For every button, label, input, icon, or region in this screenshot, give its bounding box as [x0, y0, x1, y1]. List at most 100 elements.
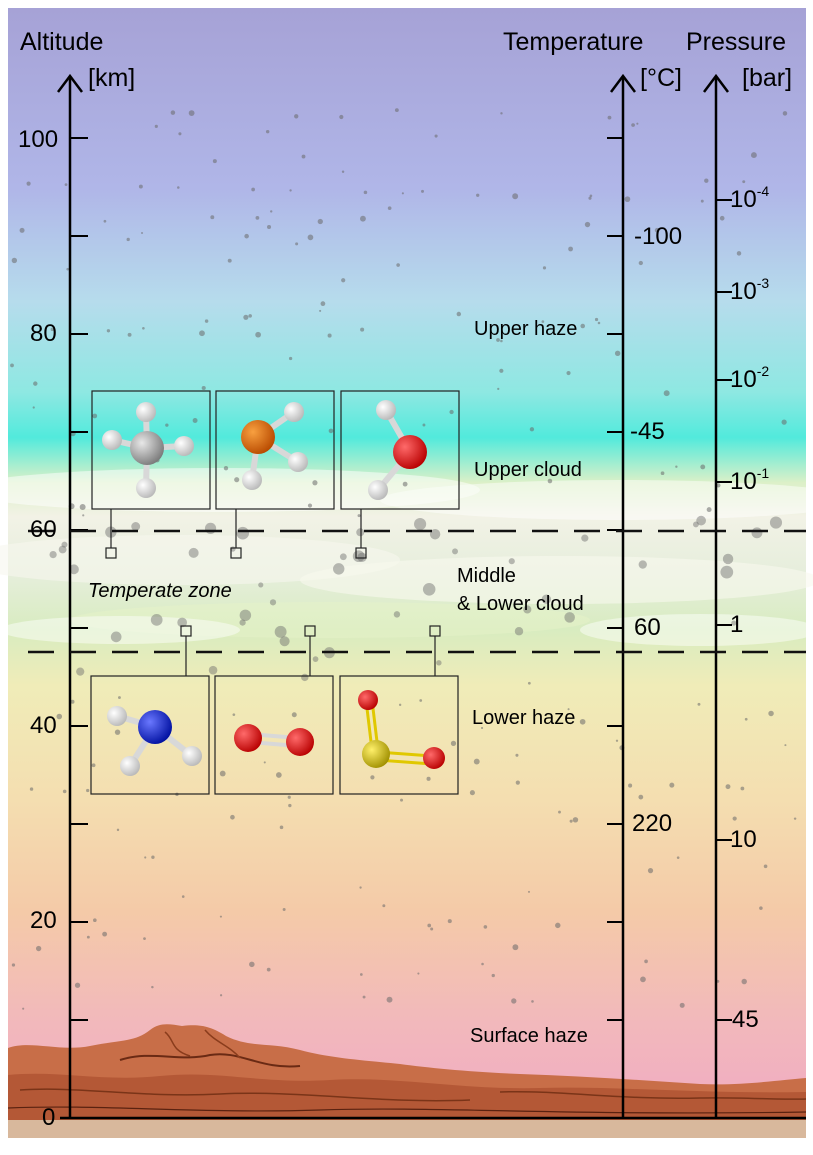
- haze-particle: [363, 190, 368, 195]
- haze-particle: [450, 740, 457, 746]
- haze-particle: [568, 246, 573, 252]
- temperature-axis: [610, 73, 636, 1118]
- altitude-tick-label: 60: [30, 516, 57, 543]
- haze-particle: [414, 518, 427, 531]
- haze-particle: [102, 931, 108, 937]
- haze-particle: [62, 789, 67, 794]
- haze-particle: [542, 266, 547, 270]
- haze-particle: [417, 972, 420, 975]
- haze-particle: [274, 625, 287, 638]
- haze-particle: [50, 327, 54, 332]
- haze-particle: [480, 726, 484, 730]
- haze-particle: [356, 528, 365, 537]
- haze-particle: [360, 327, 365, 332]
- haze-particle: [307, 503, 313, 508]
- haze-particle: [239, 619, 246, 626]
- haze-particle: [750, 152, 757, 159]
- haze-particle: [644, 959, 648, 964]
- haze-particle: [219, 915, 222, 918]
- haze-particle: [615, 739, 619, 742]
- haze-particle: [357, 552, 367, 562]
- haze-particle: [279, 825, 284, 830]
- haze-particle: [669, 782, 675, 788]
- haze-particle: [422, 423, 426, 427]
- haze-particle: [177, 186, 180, 189]
- pressure-tick-label: 10-4: [730, 183, 770, 213]
- haze-particle: [301, 154, 306, 159]
- haze-particle: [291, 712, 297, 718]
- haze-particle: [569, 722, 572, 725]
- haze-particle: [289, 189, 292, 192]
- haze-particle: [589, 194, 593, 198]
- haze-particle: [58, 545, 67, 554]
- haze-particle: [219, 770, 226, 777]
- altitude-tick-label: 80: [30, 320, 57, 347]
- haze-particle: [178, 132, 182, 136]
- haze-particle: [151, 985, 154, 989]
- haze-particle: [223, 466, 229, 471]
- haze-particle: [719, 215, 725, 221]
- haze-particle: [236, 526, 250, 540]
- haze-particle: [741, 978, 747, 985]
- haze-particle: [239, 609, 252, 622]
- haze-particle: [393, 611, 401, 618]
- haze-particle: [547, 478, 553, 484]
- haze-particle: [541, 594, 552, 604]
- haze-particle: [69, 564, 79, 575]
- haze-particle: [92, 413, 98, 419]
- haze-particle: [584, 221, 591, 228]
- haze-particle: [580, 323, 585, 329]
- haze-particle: [447, 919, 452, 924]
- haze-particle: [769, 516, 783, 529]
- haze-particle: [181, 895, 185, 898]
- haze-particle: [387, 206, 392, 210]
- haze-particle: [35, 945, 42, 952]
- haze-particle: [339, 114, 344, 120]
- haze-particle: [500, 112, 503, 115]
- haze-particle: [476, 193, 480, 197]
- haze-particle: [654, 227, 660, 233]
- haze-particle: [607, 115, 612, 120]
- haze-particle: [341, 278, 346, 283]
- haze-particle: [452, 548, 458, 555]
- haze-particle: [529, 427, 535, 432]
- haze-particle: [427, 923, 432, 928]
- haze-particle: [82, 514, 85, 517]
- haze-particle: [736, 251, 742, 256]
- haze-particle: [341, 170, 345, 173]
- haze-particle: [29, 787, 34, 791]
- pressure-tick-label: 10-1: [730, 465, 770, 495]
- altitude-tick-label: 0: [42, 1104, 56, 1131]
- altitude-tick-label: 100: [18, 126, 59, 153]
- molecule-box-methane: [91, 390, 211, 559]
- altitude-axis: [57, 73, 83, 1118]
- altitude-tick-label: 20: [30, 907, 57, 934]
- haze-particle: [597, 321, 601, 325]
- haze-particle: [572, 817, 579, 823]
- haze-particle: [204, 319, 209, 323]
- haze-particle: [594, 317, 599, 322]
- altitude-axis-title: Altitude: [20, 28, 104, 56]
- haze-particle: [511, 998, 517, 1004]
- haze-particle: [248, 314, 252, 318]
- haze-particle: [255, 331, 261, 338]
- haze-particle: [312, 480, 318, 486]
- haze-particle: [704, 178, 709, 183]
- haze-particle: [327, 333, 332, 338]
- temperature-tick-label: 60: [634, 614, 661, 641]
- haze-particle: [70, 699, 75, 704]
- haze-particle: [483, 925, 488, 929]
- molecule-box-phosphine: [215, 390, 335, 559]
- haze-particle: [177, 617, 188, 628]
- haze-particle: [722, 553, 734, 565]
- haze-particle: [696, 515, 706, 526]
- haze-particle: [429, 529, 441, 540]
- haze-particle: [759, 906, 763, 910]
- haze-particle: [436, 660, 442, 666]
- haze-particle: [150, 613, 163, 626]
- haze-particle: [288, 803, 292, 808]
- haze-particle: [515, 780, 520, 785]
- temperature-tick-label: -100: [634, 223, 683, 250]
- haze-particle: [142, 326, 145, 330]
